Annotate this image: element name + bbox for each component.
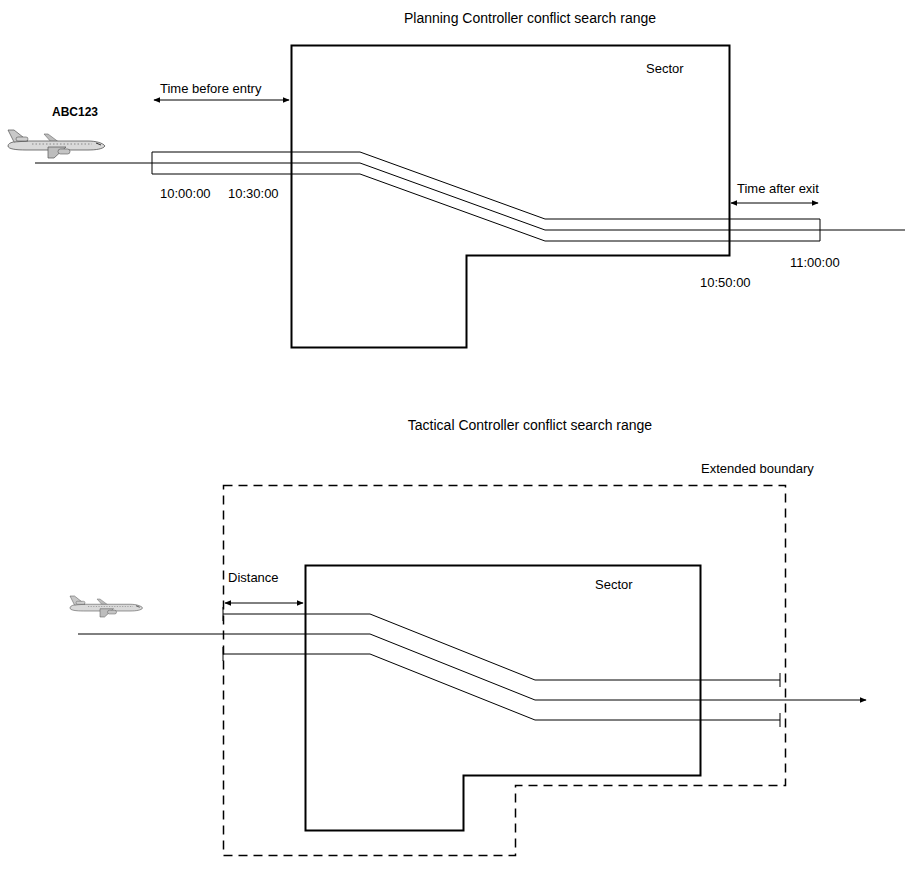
region-outline — [223, 455, 835, 859]
time-label: 10:30:00 — [228, 186, 279, 202]
interval-label: Time before entry — [160, 81, 261, 97]
region-border — [224, 486, 786, 856]
panel-heading: Planning Controller conflict search rang… — [404, 10, 656, 26]
panel-heading: Tactical Controller conflict search rang… — [408, 417, 652, 433]
extended-boundary: Extended boundarySector — [223, 455, 833, 857]
time-label: 10:00:00 — [160, 186, 211, 202]
time-label: 11:00:00 — [790, 255, 840, 271]
flight-callsign: ABC123 — [52, 104, 98, 120]
region-border — [292, 46, 730, 348]
time-label: 10:50:00 — [700, 275, 751, 291]
sector-outline: Sector — [291, 45, 729, 347]
interval-label: Time after exit — [737, 181, 819, 197]
sector-outline: Sector — [305, 565, 700, 830]
time-label: 10:00:00 — [160, 186, 211, 202]
region-name: Sector — [646, 61, 684, 77]
region-name: Sector — [595, 577, 633, 593]
time-label: 10:30:00 — [228, 186, 279, 202]
distance-label: Distance — [228, 570, 279, 586]
flight-callsign: ABC123 — [52, 104, 98, 120]
region-border — [306, 566, 701, 831]
region-name: Extended boundary — [701, 461, 814, 477]
interval-label: Time before entry — [160, 81, 261, 97]
time-label: 11:00:00 — [790, 255, 840, 271]
panel-heading: Tactical Controller conflict search rang… — [408, 417, 652, 433]
panel-heading: Planning Controller conflict search rang… — [404, 10, 656, 26]
interval-label: Time after exit — [737, 181, 819, 197]
time-label: 10:50:00 — [700, 275, 751, 291]
distance-label: Distance — [228, 570, 279, 586]
region-outline — [305, 565, 702, 832]
region-outline — [291, 45, 731, 349]
